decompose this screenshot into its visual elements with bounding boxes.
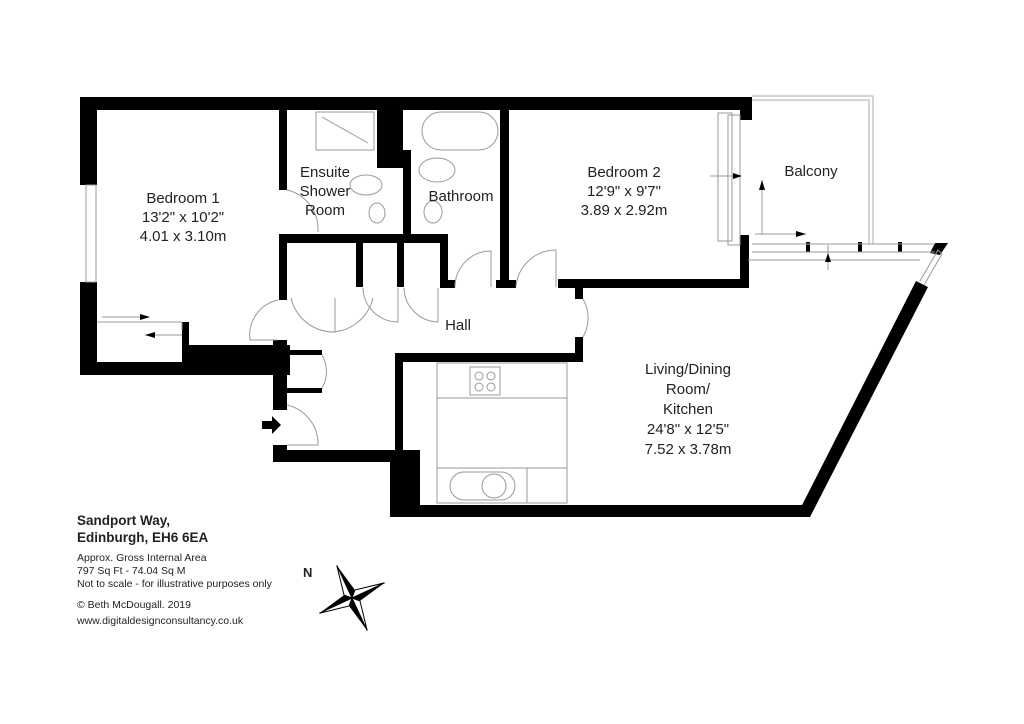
address: Sandport Way, Edinburgh, EH6 6EA	[77, 512, 272, 546]
property-info: Sandport Way, Edinburgh, EH6 6EA Approx.…	[77, 512, 272, 628]
arrows	[140, 173, 831, 338]
address-line: Sandport Way,	[77, 513, 171, 528]
area-title: Approx. Gross Internal Area	[77, 552, 207, 564]
room-size-metric: 4.01 x 3.10m	[139, 228, 227, 245]
room-name: Bathroom	[428, 188, 494, 205]
room-size-imperial: 12'9" x 9'7"	[587, 183, 661, 200]
room-size-metric: 7.52 x 3.78m	[644, 441, 732, 458]
room-size-metric: 3.89 x 2.92m	[580, 202, 668, 219]
north-label: N	[303, 565, 313, 580]
room-label-balcony: Balcony	[784, 162, 837, 181]
walls	[80, 97, 948, 517]
room-name-line: Room	[304, 202, 346, 219]
room-name-line: Ensuite	[299, 164, 351, 181]
fixtures	[85, 111, 943, 504]
room-name: Bedroom 2	[587, 164, 661, 181]
copyright: © Beth McDougall. 2019	[77, 599, 191, 611]
room-name-line: Shower	[299, 183, 351, 200]
area-value: 797 Sq Ft - 74.04 Sq M	[77, 565, 186, 577]
website-link[interactable]: www.digitaldesignconsultancy.co.uk	[77, 615, 244, 627]
room-label-living: Living/Dining Room/ Kitchen 24'8" x 12'5…	[645, 360, 732, 460]
room-size-imperial: 13'2" x 10'2"	[141, 209, 225, 226]
balcony-outline	[752, 95, 874, 244]
disclaimer: Not to scale - for illustrative purposes…	[77, 578, 272, 590]
room-label-bedroom-1: Bedroom 1 13'2" x 10'2" 4.01 x 3.10m	[140, 189, 227, 246]
room-name: Bedroom 1	[146, 190, 220, 207]
room-label-bathroom: Bathroom	[428, 187, 493, 206]
room-name-line: Room/	[665, 381, 711, 398]
room-label-ensuite: Ensuite Shower Room	[300, 163, 351, 220]
room-name-line: Kitchen	[662, 401, 714, 418]
room-label-bedroom-2: Bedroom 2 12'9" x 9'7" 3.89 x 2.92m	[581, 163, 668, 220]
room-name: Hall	[445, 317, 471, 334]
room-size-imperial: 24'8" x 12'5"	[646, 421, 730, 438]
room-name-line: Living/Dining	[645, 361, 731, 378]
compass-rose-icon	[319, 565, 385, 631]
address-line: Edinburgh, EH6 6EA	[77, 530, 209, 545]
entrance-arrow-icon	[262, 416, 281, 434]
room-name: Balcony	[784, 163, 838, 180]
room-label-hall: Hall	[445, 316, 471, 335]
